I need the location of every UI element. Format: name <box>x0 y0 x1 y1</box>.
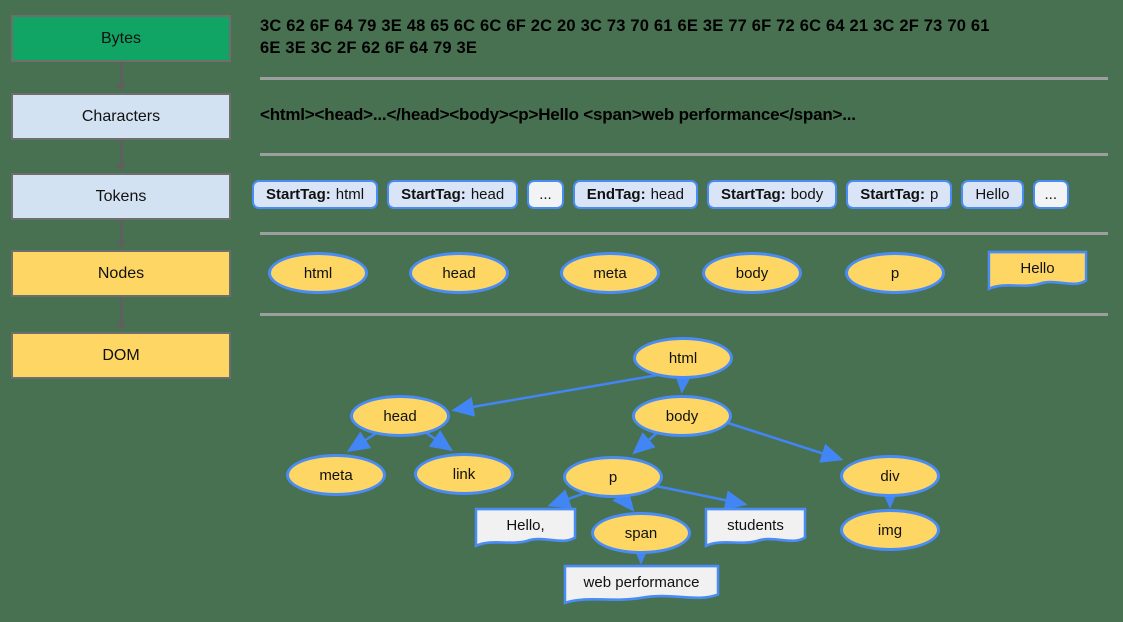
flow-arrow-line <box>120 220 123 241</box>
token-type: StartTag: <box>720 186 786 203</box>
stage-bytes: Bytes <box>11 15 231 62</box>
token-value: ... <box>1044 186 1058 203</box>
token-ellipsis: ... <box>527 180 564 209</box>
flow-arrow-line <box>120 297 123 323</box>
stage-label: DOM <box>102 346 140 364</box>
token-starttag-p: StartTag:p <box>846 180 953 209</box>
node-body: body <box>702 252 802 294</box>
separator-line <box>260 232 1108 235</box>
flow-arrow-icon <box>116 241 126 248</box>
token-value: html <box>335 186 365 203</box>
node-label: html <box>668 349 698 367</box>
dom-node-head: head <box>350 395 450 437</box>
node-label: p <box>608 468 618 486</box>
textnode-shape <box>563 564 720 605</box>
separator-line <box>260 77 1108 80</box>
token-type: StartTag: <box>401 186 466 203</box>
stage-label: Nodes <box>97 264 145 282</box>
node-html: html <box>268 252 368 294</box>
dom-node-html: html <box>633 337 733 379</box>
stage-label: Tokens <box>95 187 147 205</box>
token-value: Hello <box>975 186 1010 203</box>
stage-label: Characters <box>81 107 161 125</box>
bytes-hex-line2: 6E 3E 3C 2F 62 6F 64 79 3E <box>260 39 478 57</box>
node-label: body <box>665 407 699 425</box>
stage-label: Bytes <box>100 29 141 47</box>
token-value: body <box>790 186 824 203</box>
node-p: p <box>845 252 945 294</box>
token-starttag-body: StartTag:body <box>706 180 838 209</box>
textnode-shape <box>474 507 577 548</box>
node-head: head <box>409 252 509 294</box>
token-text-hello: Hello <box>961 180 1024 209</box>
node-label: p <box>890 264 900 282</box>
token-starttag-html: StartTag:html <box>252 180 379 209</box>
node-label: meta <box>319 466 353 484</box>
token-value: head <box>470 186 505 203</box>
bytes-hex-text: 3C 62 6F 64 79 3E 48 65 6C 6C 6F 2C 20 3… <box>260 15 990 59</box>
node-label: head <box>442 264 476 282</box>
dom-node-meta: meta <box>286 454 386 496</box>
stage-characters: Characters <box>11 93 231 140</box>
flow-arrow-icon <box>116 164 126 171</box>
tokens-row: StartTag:html StartTag:head ... EndTag:h… <box>252 180 1070 209</box>
node-label: students <box>727 516 784 534</box>
stage-tokens: Tokens <box>11 173 231 220</box>
flow-arrow-line <box>120 62 123 84</box>
dom-node-p: p <box>563 456 663 498</box>
token-value: ... <box>539 186 552 203</box>
dom-node-body: body <box>632 395 732 437</box>
token-type: StartTag: <box>860 186 925 203</box>
dom-textnode-hello: Hello, <box>474 507 577 549</box>
characters-text: <html><head>...</head><body><p>Hello <sp… <box>260 105 856 124</box>
stage-dom: DOM <box>11 332 231 379</box>
token-value: p <box>929 186 939 203</box>
dom-node-div: div <box>840 455 940 497</box>
node-label: meta <box>593 264 627 282</box>
token-value: head <box>650 186 684 203</box>
dom-node-link: link <box>414 453 514 495</box>
node-label: img <box>877 521 903 539</box>
flow-arrow-line <box>120 140 123 164</box>
separator-line <box>260 313 1108 316</box>
token-type: EndTag: <box>586 186 646 203</box>
textnode-shape <box>987 250 1088 291</box>
node-label: web performance <box>583 573 700 591</box>
textnode-hello: Hello <box>987 250 1088 292</box>
node-label: Hello, <box>506 516 545 534</box>
node-label: div <box>880 467 900 485</box>
textnode-shape <box>704 507 807 548</box>
dom-textnode-students: students <box>704 507 807 549</box>
separator-line <box>260 153 1108 156</box>
dom-node-img: img <box>840 509 940 551</box>
node-meta: meta <box>560 252 660 294</box>
dom-node-span: span <box>591 512 691 554</box>
flow-arrow-icon <box>116 84 126 91</box>
bytes-hex-line1: 3C 62 6F 64 79 3E 48 65 6C 6C 6F 2C 20 3… <box>260 17 990 35</box>
node-label: span <box>624 524 658 542</box>
stage-nodes: Nodes <box>11 250 231 297</box>
dom-textnode-web-performance: web performance <box>563 564 720 606</box>
node-label: html <box>303 264 333 282</box>
token-ellipsis: ... <box>1032 180 1070 209</box>
token-type: StartTag: <box>266 186 331 203</box>
node-label: body <box>735 264 769 282</box>
node-label: link <box>452 465 476 483</box>
token-endtag-head: EndTag:head <box>572 180 698 209</box>
token-starttag-head: StartTag:head <box>387 180 519 209</box>
node-label: Hello <box>1020 259 1055 277</box>
node-label: head <box>383 407 417 425</box>
flow-arrow-icon <box>116 323 126 330</box>
